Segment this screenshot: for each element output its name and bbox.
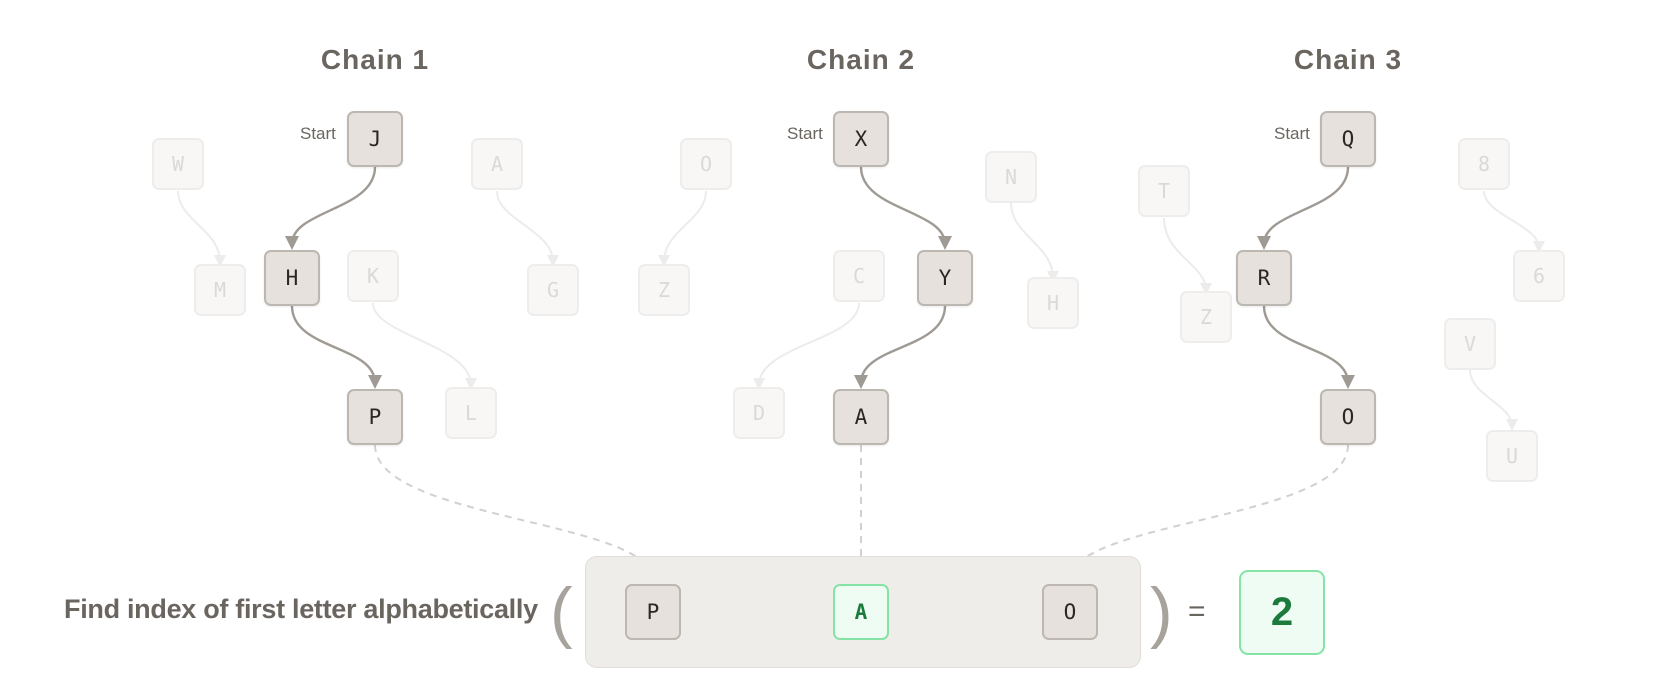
chain-2-node-2: Y [917,250,973,306]
chain-2-title: Chain 2 [806,44,916,75]
chain-2-start-label: Start [787,124,823,143]
chain-1-node-start: J [347,111,403,167]
distractor-node: M [194,264,246,316]
distractor-node: Z [638,264,690,316]
distractor-node: 6 [1513,250,1565,302]
distractor-node: U [1486,430,1538,482]
ghost-edge [1163,217,1212,295]
distractor-node: N [985,151,1037,203]
distractor-node: 8 [1458,138,1510,190]
distractor-node: G [527,264,579,316]
question-text: Find index of first letter alphabeticall… [64,594,538,624]
distractor-node: H [1027,277,1079,329]
chain-1-edge-2 [290,305,382,389]
distractor-node: V [1444,318,1496,370]
chain-1-title: Chain 1 [320,44,430,75]
chain-2-node-end: A [833,389,889,445]
answer-slot-2: O [1042,584,1098,640]
chain-1-to-slot-connector [374,444,659,585]
ghost-edge [1010,202,1059,283]
chain-1-node-2: H [264,250,320,306]
ghost-edge [1469,369,1518,431]
chain-1-edge-1 [285,166,377,250]
ghost-edge [372,302,477,390]
close-paren: ) [1150,574,1173,650]
ghost-edge [177,190,226,267]
distractor-node: L [445,387,497,439]
distractor-node: D [733,387,785,439]
ghost-edge [658,190,707,267]
chain-3-node-start: Q [1320,111,1376,167]
distractor-node: C [833,250,885,302]
distractor-node: O [680,138,732,190]
distractor-node: Z [1180,291,1232,343]
chain-2-edge-2 [854,305,947,389]
distractor-node: T [1138,165,1190,217]
result-box: 2 [1239,570,1325,655]
chain-1-start-label: Start [300,124,336,143]
chain-3-edge-2 [1262,305,1355,389]
chain-3-node-end: O [1320,389,1376,445]
chain-3-title: Chain 3 [1293,44,1403,75]
answer-slot-0: P [625,584,681,640]
equals-sign: = [1188,595,1206,628]
answer-slot-1-highlighted: A [833,584,889,640]
ghost-edge [496,190,559,267]
chain-3-node-2: R [1236,250,1292,306]
chain-2-node-start: X [833,111,889,167]
open-paren: ( [550,574,573,650]
distractor-node: W [152,138,204,190]
ghost-edge [1483,190,1545,253]
chain-2-edge-1 [859,166,952,250]
chain-1-node-end: P [347,389,403,445]
chain-3-edge-1 [1257,166,1350,250]
distractor-node: K [347,250,399,302]
chain-3-start-label: Start [1274,124,1310,143]
distractor-node: A [471,138,523,190]
chain-3-to-slot-connector [1064,444,1349,585]
ghost-edge [753,302,860,390]
